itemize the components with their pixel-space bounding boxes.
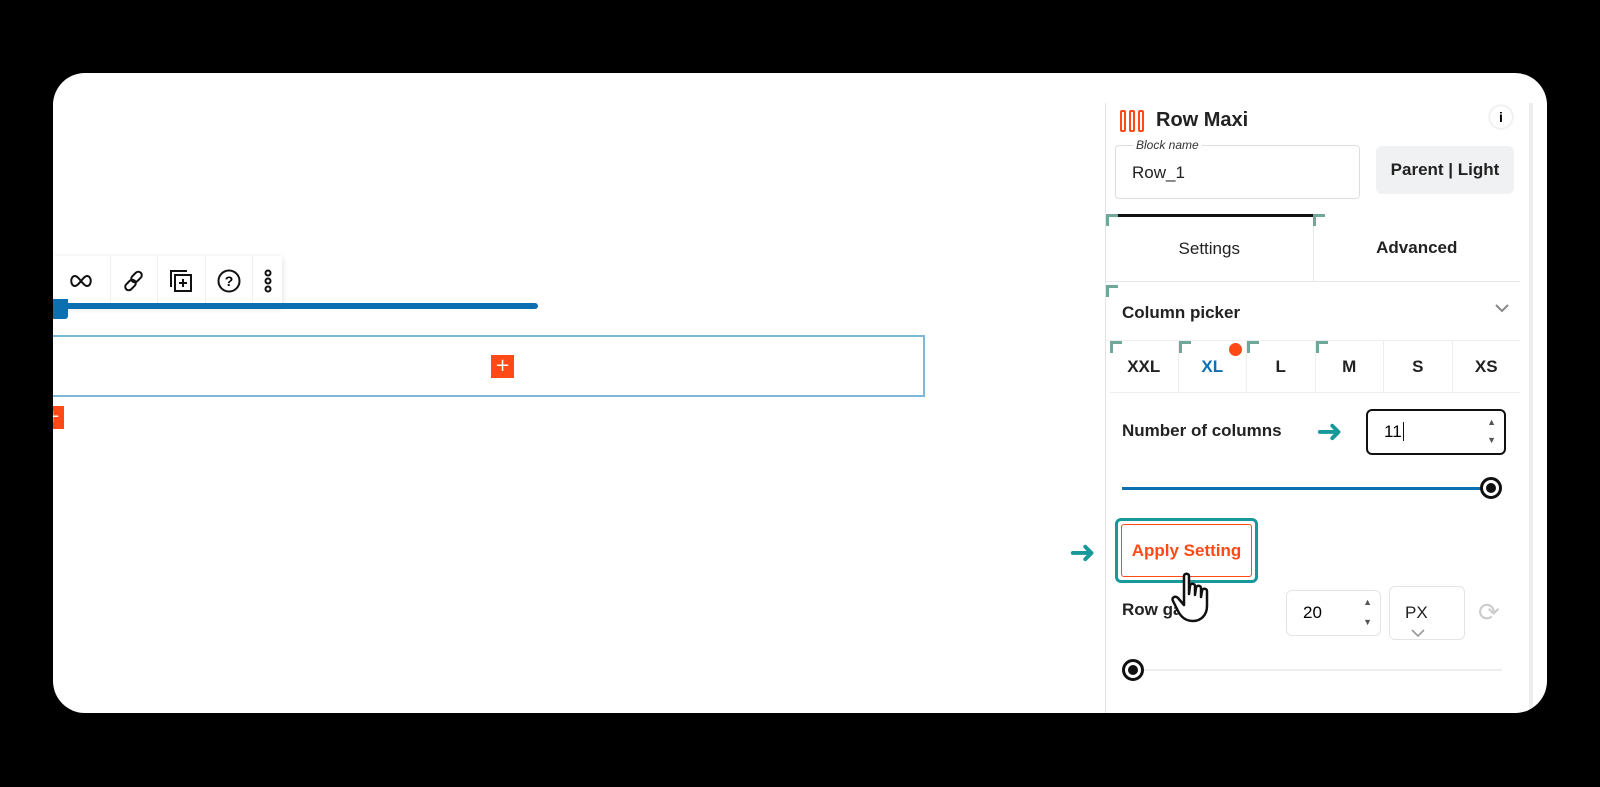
block-name-field[interactable]: Block name Row_1: [1115, 138, 1360, 199]
column-picker-header[interactable]: Column picker: [1106, 285, 1520, 341]
focus-corner: [1106, 214, 1118, 226]
number-of-columns-label: Number of columns: [1122, 421, 1282, 440]
add-column-button[interactable]: +: [491, 355, 514, 378]
help-icon: ?: [217, 269, 241, 293]
breakpoint-m[interactable]: M: [1314, 341, 1384, 392]
infinity-button[interactable]: [53, 256, 110, 306]
pointer-arrow-icon: ➜: [1316, 413, 1343, 449]
tab-advanced[interactable]: Advanced: [1312, 214, 1521, 281]
breakpoint-label: L: [1275, 356, 1286, 376]
focus-corner: [1315, 341, 1328, 353]
breakpoint-label: S: [1412, 356, 1424, 376]
row-gap-input[interactable]: 20 ▲ ▼: [1286, 590, 1381, 636]
help-button[interactable]: ?: [204, 256, 253, 306]
column-picker-title: Column picker: [1122, 302, 1241, 322]
active-breakpoint-dot: [1229, 343, 1242, 356]
breakpoint-xxl[interactable]: XXL: [1110, 341, 1178, 392]
spinner-up-icon[interactable]: ▲: [1487, 417, 1496, 427]
apply-setting-button[interactable]: Apply Setting: [1121, 524, 1252, 577]
row-gap-unit-value: PX: [1405, 603, 1428, 622]
block-name-label: Block name: [1133, 138, 1202, 152]
row-gap-unit-select[interactable]: PX: [1389, 586, 1465, 640]
panel-tabs: Settings Advanced: [1106, 214, 1520, 282]
block-toolbar: ?: [53, 256, 282, 306]
spinner-down-icon[interactable]: ▼: [1363, 617, 1372, 627]
chevron-down-icon: [1494, 300, 1510, 318]
selection-line: [53, 303, 538, 309]
focus-corner: [1178, 341, 1191, 353]
svg-text:?: ?: [225, 273, 234, 289]
row-block[interactable]: +: [53, 335, 925, 397]
hand-cursor-icon: [1171, 572, 1209, 623]
columns-slider-thumb[interactable]: [1480, 477, 1502, 499]
breakpoint-label: XXL: [1127, 356, 1161, 376]
breakpoint-l[interactable]: L: [1246, 341, 1315, 392]
info-icon[interactable]: i: [1490, 106, 1512, 128]
panel-scrollbar[interactable]: [1527, 103, 1533, 713]
columns-slider-track[interactable]: [1122, 487, 1494, 490]
focus-corner: [1313, 214, 1325, 226]
number-of-columns-input[interactable]: 11 ▲ ▼: [1366, 409, 1506, 455]
spinner-down-icon[interactable]: ▼: [1487, 435, 1496, 445]
row-gap-value: 20: [1303, 603, 1322, 622]
breakpoint-selector: XXL XL L M S XS: [1110, 341, 1520, 393]
add-block-button[interactable]: +: [53, 406, 64, 429]
focus-corner: [1106, 285, 1118, 297]
editor-window: ? + + ➜ Row Maxi i Block name Row_1 Pare…: [53, 73, 1547, 713]
focus-corner: [1247, 341, 1259, 353]
selection-handle[interactable]: [53, 299, 68, 319]
reset-icon[interactable]: ⟳: [1478, 597, 1500, 627]
add-block-icon: [170, 270, 193, 292]
block-title: Row Maxi: [1120, 109, 1248, 132]
block-title-text: Row Maxi: [1156, 109, 1249, 131]
spinner-up-icon[interactable]: ▲: [1363, 597, 1372, 607]
focus-corner: [1110, 341, 1122, 353]
breakpoint-xs[interactable]: XS: [1451, 341, 1521, 392]
breakpoint-label: XS: [1474, 356, 1498, 376]
breakpoint-s[interactable]: S: [1383, 341, 1452, 392]
breakpoint-xl[interactable]: XL: [1177, 341, 1247, 392]
row-gap-slider-thumb[interactable]: [1122, 659, 1144, 681]
link-button[interactable]: [109, 256, 158, 306]
parent-style-button[interactable]: Parent | Light: [1376, 146, 1514, 194]
breakpoint-label: XL: [1201, 356, 1224, 376]
row-gap-slider-track[interactable]: [1122, 669, 1502, 671]
link-icon: [124, 270, 143, 292]
settings-panel: Row Maxi i Block name Row_1 Parent | Lig…: [1105, 103, 1529, 713]
more-options-icon: [264, 269, 272, 293]
breakpoint-label: M: [1342, 356, 1357, 376]
pointer-arrow-icon: ➜: [1069, 534, 1096, 570]
block-name-value[interactable]: Row_1: [1132, 163, 1185, 182]
duplicate-button[interactable]: [157, 256, 205, 306]
tab-settings[interactable]: Settings: [1106, 214, 1313, 281]
number-of-columns-value: 11: [1384, 422, 1402, 441]
more-options-button[interactable]: [252, 256, 282, 306]
infinity-icon: [70, 274, 92, 288]
row-block-icon: [1120, 109, 1144, 132]
chevron-down-icon: [1411, 629, 1425, 638]
